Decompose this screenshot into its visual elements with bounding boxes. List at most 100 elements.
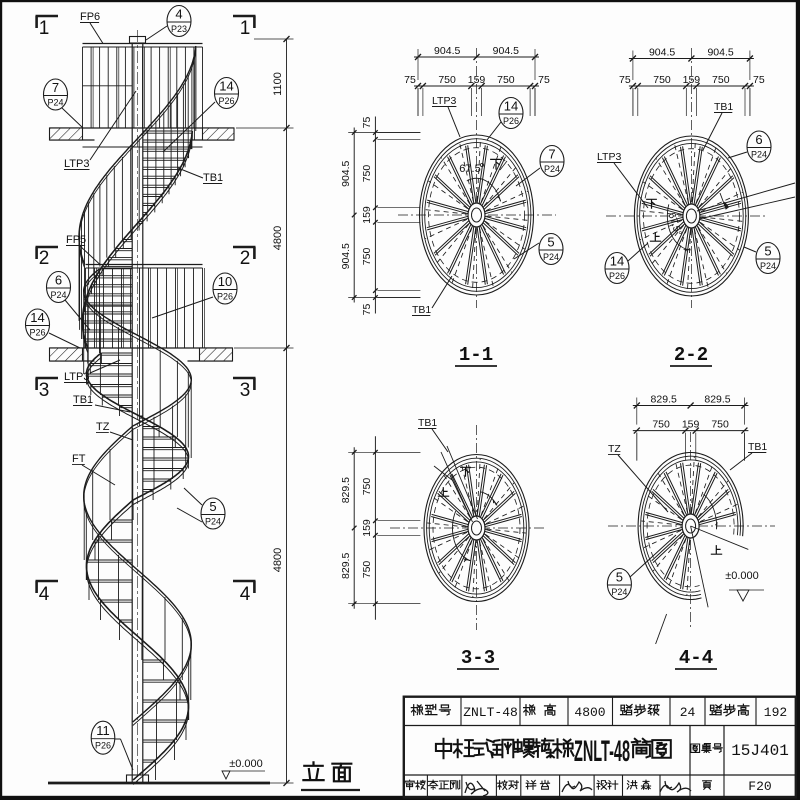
svg-text:P24: P24 <box>751 150 767 160</box>
svg-text:TB1: TB1 <box>412 304 431 316</box>
svg-text:2: 2 <box>240 248 251 269</box>
svg-text:829.5: 829.5 <box>340 477 352 503</box>
svg-text:P24: P24 <box>760 261 776 271</box>
svg-text:11: 11 <box>96 723 110 738</box>
svg-text:750: 750 <box>712 74 730 86</box>
svg-text:±0.000: ±0.000 <box>229 758 263 770</box>
svg-text:750: 750 <box>361 478 373 496</box>
svg-text:P26: P26 <box>29 328 45 338</box>
svg-text:750: 750 <box>361 165 373 183</box>
svg-text:14: 14 <box>610 254 624 269</box>
svg-text:159: 159 <box>361 206 373 224</box>
svg-text:7: 7 <box>548 147 555 162</box>
svg-text:15J401: 15J401 <box>731 742 789 760</box>
svg-text:904.5: 904.5 <box>340 243 352 269</box>
svg-text:904.5: 904.5 <box>340 160 352 186</box>
svg-text:TB1: TB1 <box>714 101 733 113</box>
svg-text:192: 192 <box>764 705 787 720</box>
svg-text:5: 5 <box>764 244 771 259</box>
svg-text:904.5: 904.5 <box>649 47 675 59</box>
svg-text:1: 1 <box>240 18 251 39</box>
svg-text:TB1: TB1 <box>748 441 767 453</box>
svg-text:LTP3: LTP3 <box>597 151 621 163</box>
svg-text:750: 750 <box>711 419 729 431</box>
svg-text:3-3: 3-3 <box>461 647 495 669</box>
svg-text:1-1: 1-1 <box>459 344 493 366</box>
svg-text:750: 750 <box>438 74 456 86</box>
svg-text:159: 159 <box>361 519 373 537</box>
svg-text:FP5: FP5 <box>66 234 86 246</box>
svg-text:P26: P26 <box>95 741 111 751</box>
svg-text:75: 75 <box>619 74 631 86</box>
svg-text:5: 5 <box>209 499 216 514</box>
svg-text:LTP3: LTP3 <box>64 158 89 170</box>
svg-text:TB1: TB1 <box>203 172 223 184</box>
svg-text:75: 75 <box>753 74 765 86</box>
svg-text:P24: P24 <box>47 98 63 108</box>
svg-text:10: 10 <box>218 274 232 289</box>
svg-text:P24: P24 <box>544 164 560 174</box>
svg-text:ZNLT-48: ZNLT-48 <box>574 735 630 768</box>
svg-text:14: 14 <box>219 79 233 94</box>
svg-text:TZ: TZ <box>608 443 621 455</box>
svg-text:LTP3: LTP3 <box>432 95 456 107</box>
svg-text:750: 750 <box>361 248 373 266</box>
svg-text:904.5: 904.5 <box>434 45 460 57</box>
svg-text:67.5: 67.5 <box>459 163 480 175</box>
svg-text:P26: P26 <box>217 292 233 302</box>
svg-text:FP6: FP6 <box>80 11 100 23</box>
svg-text:TB1: TB1 <box>418 417 437 429</box>
svg-text:P24: P24 <box>543 252 559 262</box>
svg-text:3: 3 <box>39 380 50 401</box>
svg-text:2: 2 <box>39 248 50 269</box>
svg-text:6: 6 <box>755 132 762 147</box>
svg-text:4800: 4800 <box>272 548 284 572</box>
svg-text:5: 5 <box>547 235 554 250</box>
svg-text:750: 750 <box>497 74 515 86</box>
svg-text:159: 159 <box>682 419 700 431</box>
svg-text:P26: P26 <box>609 271 625 281</box>
svg-text:4800: 4800 <box>574 705 605 720</box>
svg-text:3: 3 <box>240 380 251 401</box>
svg-text:14: 14 <box>504 99 518 114</box>
svg-text:829.5: 829.5 <box>704 394 730 406</box>
svg-text:75: 75 <box>361 304 373 316</box>
svg-text:829.5: 829.5 <box>340 553 352 579</box>
svg-text:4-4: 4-4 <box>679 647 713 669</box>
svg-text:P26: P26 <box>503 116 519 126</box>
svg-text:LTP3: LTP3 <box>64 371 89 383</box>
svg-text:24: 24 <box>680 705 696 720</box>
svg-text:750: 750 <box>653 74 671 86</box>
svg-text:4800: 4800 <box>272 226 284 250</box>
svg-text:4: 4 <box>39 584 50 605</box>
svg-text:1: 1 <box>39 18 50 39</box>
svg-text:4: 4 <box>175 7 182 22</box>
svg-text:14: 14 <box>30 310 44 325</box>
svg-text:829.5: 829.5 <box>651 394 677 406</box>
svg-text:P26: P26 <box>218 96 234 106</box>
svg-text:F20: F20 <box>748 779 771 794</box>
svg-text:75: 75 <box>538 74 550 86</box>
svg-text:4: 4 <box>240 584 251 605</box>
svg-text:1100: 1100 <box>272 72 284 96</box>
svg-text:TZ: TZ <box>96 421 110 433</box>
svg-text:ZNLT-48: ZNLT-48 <box>463 705 518 720</box>
svg-text:159: 159 <box>683 74 701 86</box>
svg-text:750: 750 <box>652 419 670 431</box>
svg-text:TB1: TB1 <box>73 394 93 406</box>
svg-text:P24: P24 <box>205 517 221 527</box>
svg-text:P24: P24 <box>611 587 627 597</box>
svg-text:750: 750 <box>361 561 373 579</box>
svg-text:±0.000: ±0.000 <box>725 570 759 582</box>
svg-text:904.5: 904.5 <box>493 45 519 57</box>
svg-text:P23: P23 <box>171 24 187 34</box>
svg-text:P24: P24 <box>50 290 66 300</box>
svg-text:904.5: 904.5 <box>707 47 733 59</box>
svg-text:75: 75 <box>361 117 373 129</box>
svg-text:75: 75 <box>404 74 416 86</box>
svg-text:7: 7 <box>52 80 59 95</box>
svg-text:159: 159 <box>468 74 486 86</box>
svg-text:FT: FT <box>72 453 86 465</box>
svg-text:6: 6 <box>55 273 62 288</box>
svg-text:5: 5 <box>616 570 623 585</box>
